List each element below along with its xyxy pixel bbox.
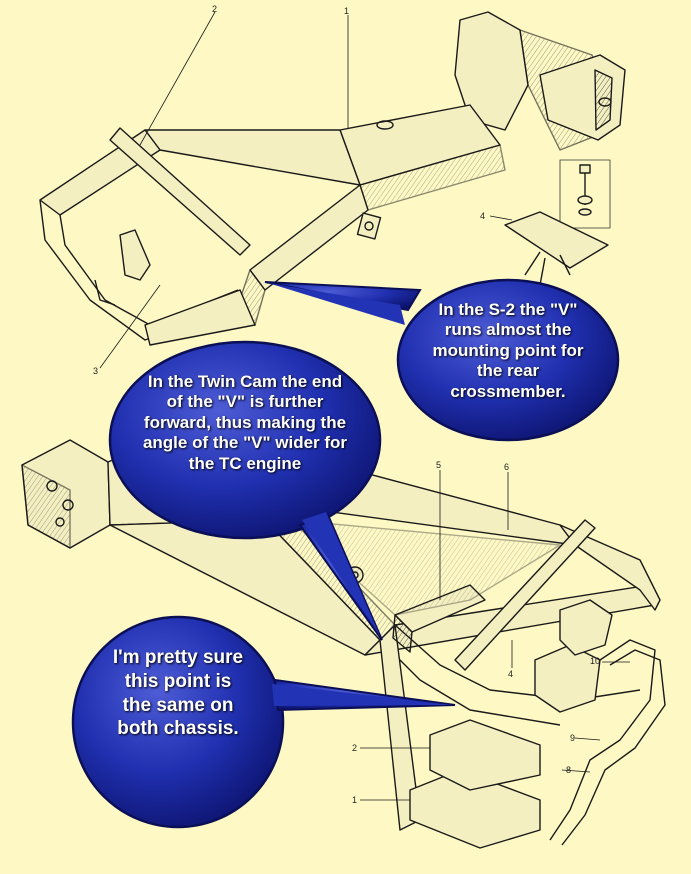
callout-same-point-text: I'm pretty sure this point is the same o… [112, 647, 244, 740]
top-v-arm-right [249, 184, 369, 291]
callout-twin-cam-text: In the Twin Cam the end of the "V" is fu… [142, 372, 348, 473]
callout-s2-text: In the S-2 the "V" runs almost the mount… [432, 300, 584, 401]
top-part-numbers: 1 2 3 4 [93, 4, 485, 376]
bottom-bracket-5 [559, 599, 613, 656]
bottom-part-number-9: 9 [570, 733, 575, 743]
top-mounting-plate [504, 211, 609, 269]
bottom-part-number-1: 1 [352, 795, 357, 805]
bottom-part-number-10: 10 [590, 656, 600, 666]
top-part-number-4: 4 [480, 211, 485, 221]
top-v-arm-left [144, 129, 361, 186]
bottom-part-number-8: 8 [566, 765, 571, 775]
top-part-number-1: 1 [344, 6, 349, 16]
top-front-frame [39, 129, 161, 216]
top-part-number-2: 2 [212, 4, 217, 14]
bottom-diagonal-tube [454, 519, 596, 671]
callout-s2 [264, 278, 620, 442]
bottom-part-number-2: 2 [352, 743, 357, 753]
bottom-part-number-6: 6 [504, 462, 509, 472]
callout-twin-cam [108, 340, 383, 641]
callout-same-point [71, 615, 456, 829]
top-rear-section [454, 11, 529, 131]
bottom-part-number-5: 5 [436, 460, 441, 470]
top-diagonal-brace [109, 127, 251, 256]
bottom-part-number-4: 4 [508, 669, 513, 679]
top-part-number-3: 3 [93, 366, 98, 376]
top-chassis-drawing [39, 11, 626, 369]
bottom-bracket-2 [429, 719, 541, 791]
